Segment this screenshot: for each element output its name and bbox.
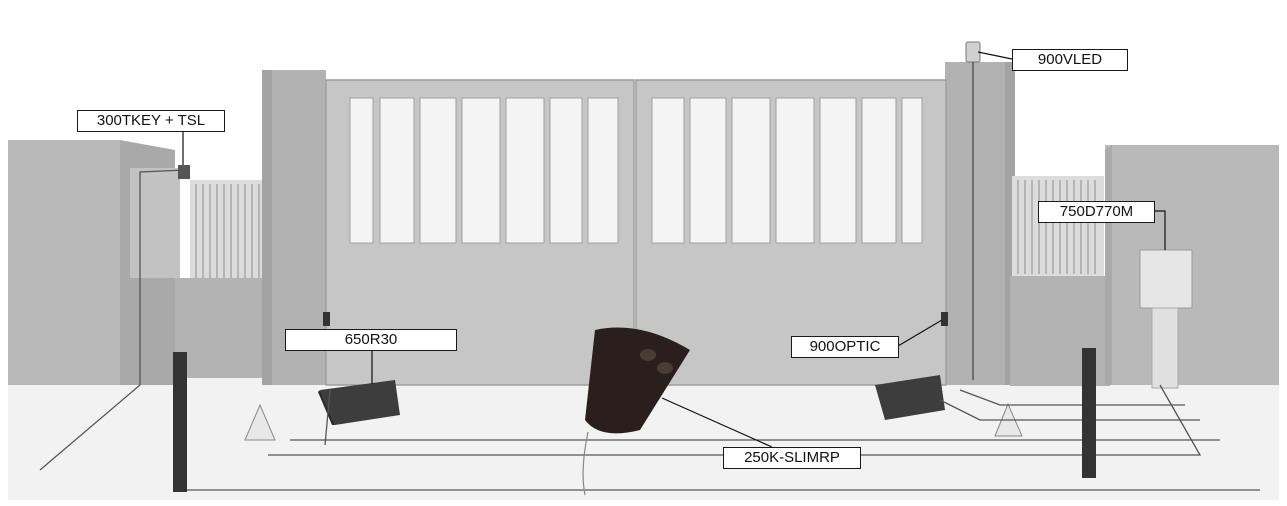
label-photocell: 900OPTIC <box>791 336 899 358</box>
label-operator: 650R30 <box>285 329 457 351</box>
label-flashing-light: 900VLED <box>1012 49 1128 71</box>
photocell-left <box>323 312 330 326</box>
label-control-unit: 750D770M <box>1038 201 1155 223</box>
bollard-left <box>173 352 187 492</box>
label-key-switch: 300TKEY + TSL <box>77 110 225 132</box>
left-fence-railing <box>175 180 275 378</box>
label-remote: 250K-SLIMRP <box>723 447 861 469</box>
right-gate-pillar <box>945 62 1015 385</box>
photocell-right <box>941 312 948 326</box>
bollard-right <box>1082 348 1096 478</box>
